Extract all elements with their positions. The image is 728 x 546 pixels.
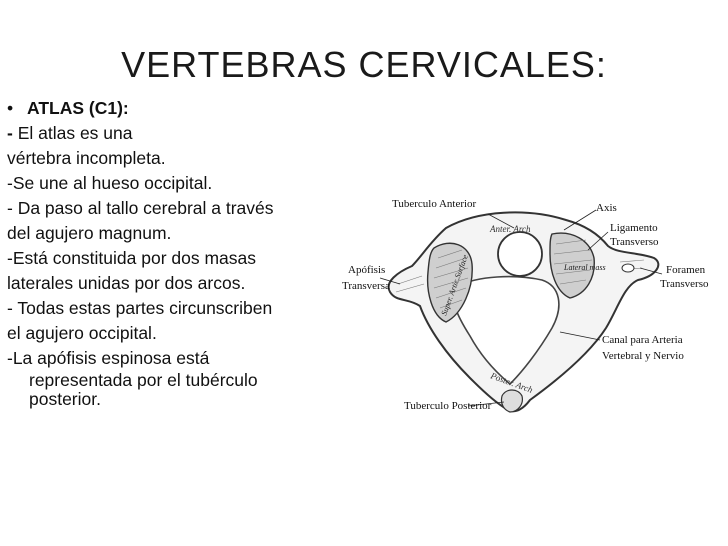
text-line: - Da paso al tallo cerebral a través (7, 198, 274, 218)
text-line: el agujero occipital. (7, 323, 157, 343)
text-line: vértebra incompleta. (7, 148, 166, 168)
label-canal-arteria: Canal para Arteria (602, 334, 683, 346)
label-apofisis: Apófisis (348, 264, 386, 276)
text-line: posterior. (29, 389, 101, 409)
heading-label: ATLAS (C1): (27, 98, 129, 118)
text-line: -Está constituida por dos masas (7, 248, 257, 268)
label-tuberculo-posterior: Tuberculo Posterior (404, 400, 492, 412)
atlas-drawing: Anter. Arch Poster. Arch Super. Artic.Su… (379, 209, 663, 413)
label-foramen: Foramen (666, 264, 706, 276)
label-vertebral-nervio: Vertebral y Nervio (602, 350, 684, 362)
anter-arch-label: Anter. Arch (489, 224, 531, 234)
text-line: -Se une al hueso occipital. (7, 173, 213, 193)
label-ligamento: Ligamento (610, 222, 658, 234)
label-tuberculo-anterior: Tuberculo Anterior (392, 198, 477, 210)
text-line: - El atlas es una (7, 121, 347, 146)
line-text: El atlas es una (12, 123, 133, 143)
label-ligamento-transverso: Transverso (610, 236, 659, 248)
text-line: - Todas estas partes circunscriben (7, 298, 273, 318)
text-line: del agujero magnum. (7, 223, 172, 243)
text-line: representada por el tubérculo (29, 370, 258, 390)
lateral-mass-label: Lateral mass (563, 263, 606, 272)
atlas-illustration: Anter. Arch Poster. Arch Super. Artic.Su… (338, 188, 728, 428)
label-transversa: Transversa (342, 280, 390, 292)
label-axis: Axis (596, 202, 617, 214)
line-prefix: - (7, 123, 13, 143)
bullet-glyph: • (7, 98, 14, 118)
slide-title: VERTEBRAS CERVICALES: (121, 44, 607, 85)
text-line: -La apófisis espinosa está (7, 348, 210, 368)
label-foramen-transverso: Transverso (660, 278, 709, 290)
body-text: • ATLAS (C1): - El atlas es una vértebra … (7, 96, 347, 409)
atlas-heading: • ATLAS (C1): (7, 96, 347, 121)
text-line: laterales unidas por dos arcos. (7, 273, 246, 293)
